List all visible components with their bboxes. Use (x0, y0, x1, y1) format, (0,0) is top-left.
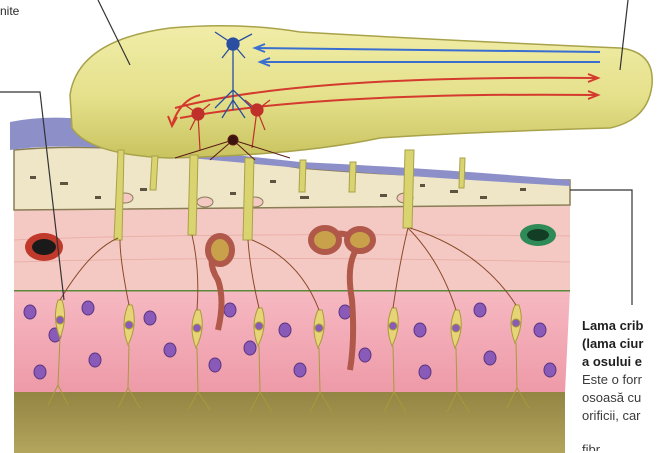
caption-body-line-3: orificii, car (582, 408, 660, 423)
caption-body-line-4: fibr (582, 442, 660, 451)
olfactory-epithelium (14, 290, 570, 392)
basal-layer (14, 385, 565, 453)
caption-title-line-2: (lama ciur (582, 336, 660, 351)
caption-body-line-1: Este o forr (582, 372, 660, 387)
leader-line-right (570, 190, 632, 305)
label-fragment-top-left: nite (0, 4, 40, 18)
caption-body-line-2: osoasă cu (582, 390, 660, 405)
caption-title-line-3: a osului e (582, 354, 660, 369)
blood-vessel-right (520, 224, 556, 246)
caption-title-line-1: Lama crib (582, 318, 660, 333)
